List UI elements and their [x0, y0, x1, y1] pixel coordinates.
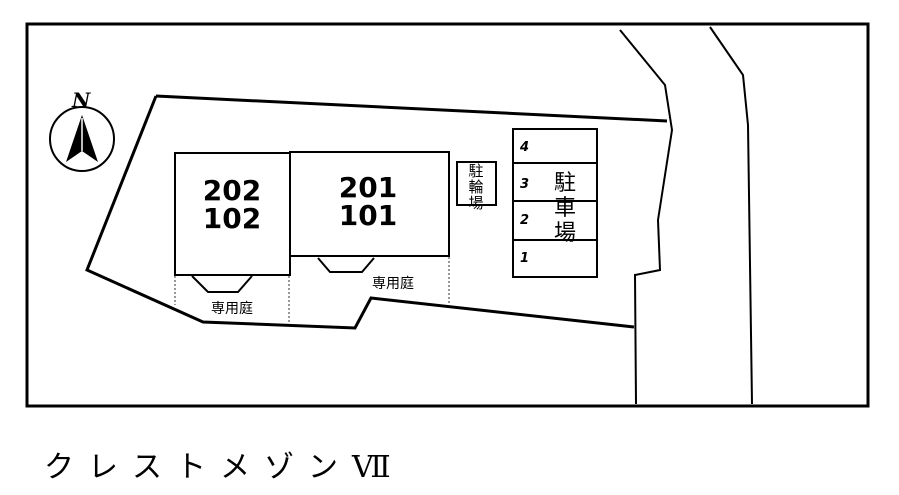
parking-space-number: 3: [520, 177, 529, 192]
parking-space-number: 4: [519, 140, 529, 155]
north-arrow-icon: N: [49, 88, 115, 172]
car-parking-char: 場: [554, 221, 576, 246]
car-parking-char: 車: [554, 196, 576, 221]
site-boundary: [85, 94, 668, 330]
bicycle-parking-char: 場: [468, 194, 483, 212]
unit-label-upper: 202: [203, 174, 261, 207]
unit-label-lower: 102: [203, 202, 261, 235]
building-202-102: 202 102: [174, 152, 291, 293]
car-parking-char: 駐: [554, 171, 576, 196]
bicycle-parking-char: 駐: [468, 162, 483, 180]
balcony: [317, 257, 375, 273]
unit-label-upper: 201: [339, 171, 397, 204]
bicycle-parking-char: 輪: [468, 178, 483, 196]
parking-space-number: 2: [520, 213, 529, 228]
parking-space-number: 1: [520, 251, 529, 266]
building-201-101: 201 101: [289, 151, 450, 273]
map-frame: [25, 22, 870, 408]
unit-label-lower: 101: [339, 199, 397, 232]
car-parking: 4 3 2 1 駐 車 場: [512, 128, 598, 278]
private-garden-label: 専用庭: [372, 275, 414, 292]
private-garden-boundaries: [174, 257, 450, 323]
road-left-edge: [619, 29, 674, 405]
bicycle-parking: 駐 輪 場: [456, 161, 497, 212]
road-right-edge: [709, 26, 753, 405]
balcony: [191, 275, 253, 293]
property-name: クレストメゾンⅦ: [44, 450, 405, 485]
private-garden-label: 専用庭: [211, 300, 253, 317]
north-label: N: [71, 88, 91, 112]
